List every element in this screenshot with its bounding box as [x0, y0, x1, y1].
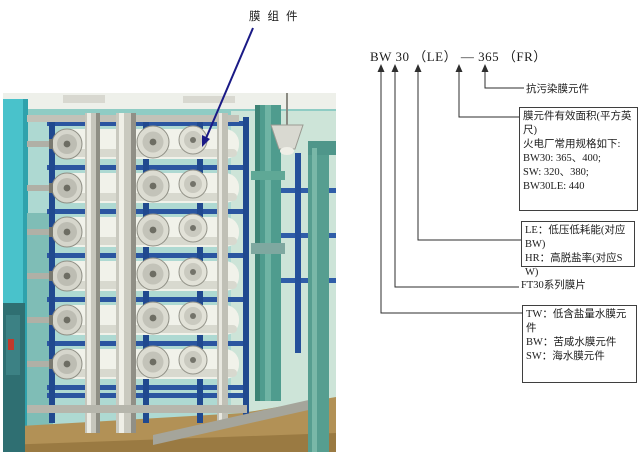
box-type-line: TW：低含盐量水膜元件 [526, 309, 627, 334]
callout-line-fr [484, 66, 524, 89]
photo-floor [3, 397, 336, 452]
vessel-row [51, 169, 239, 204]
box-grade-line: LE：低压低耗能(对应BW) [525, 225, 626, 250]
callout-arrowheads [377, 64, 489, 72]
vessel-row [51, 301, 239, 336]
box-grade-line: HR：高脱盐率(对应SW) [525, 253, 623, 278]
callout-box-water-types: TW：低含盐量水膜元件 BW：苦咸水膜元件 SW：海水膜元件 [522, 305, 637, 383]
stainless-pipes [27, 113, 313, 445]
box-type-line: SW：海水膜元件 [526, 351, 605, 362]
box-area-line: BW30LE: 440 [523, 181, 585, 192]
membrane-vessel-rows [51, 125, 239, 380]
callout-line-30 [394, 66, 519, 288]
vessel-row [51, 345, 239, 380]
callout-line-le [417, 66, 521, 241]
vessel-row [51, 125, 239, 160]
box-area-line: SW: 320、380; [523, 167, 589, 178]
teal-pipes [251, 105, 336, 452]
model-code-heading: BW 30 （LE） — 365 （FR） [370, 49, 547, 64]
callout-label-fr: 抗污染膜元件 [526, 84, 589, 95]
callout-lines [380, 66, 524, 314]
callout-label-ft30: FT30系列膜片 [521, 280, 586, 291]
box-area-line: 火电厂常用规格如下: [523, 139, 621, 150]
box-area-line: 膜元件有效面积(平方英尺) [523, 111, 632, 136]
box-type-line: BW：苦咸水膜元件 [526, 337, 617, 348]
callout-box-effective-area: 膜元件有效面积(平方英尺) 火电厂常用规格如下: BW30: 365、400; … [519, 107, 638, 211]
callout-box-grade-codes: LE：低压低耗能(对应BW) HR：高脱盐率(对应SW) [521, 221, 635, 278]
vessel-row [51, 213, 239, 248]
equipment-photo-art [3, 93, 336, 452]
photo-caption: 膜组件 [249, 11, 305, 23]
control-cabinet [3, 303, 25, 452]
equipment-photo [3, 93, 336, 452]
callout-line-bw [380, 66, 523, 314]
box-area-line: BW30: 365、400; [523, 153, 601, 164]
vessel-row [51, 257, 239, 292]
callout-line-365 [458, 66, 519, 118]
lamp [270, 93, 304, 155]
